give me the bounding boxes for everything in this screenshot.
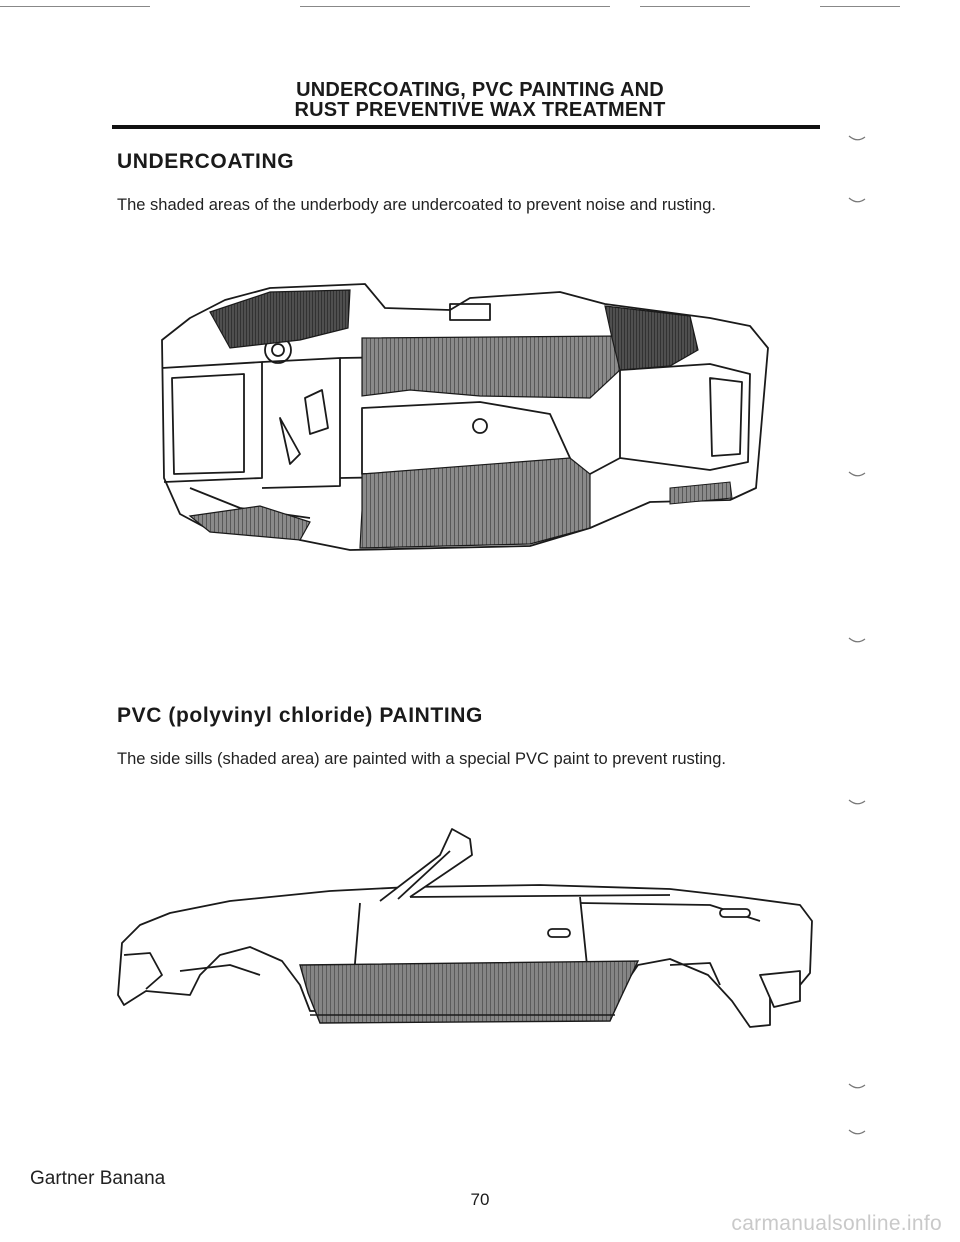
section-heading-pvc-painting: PVC (polyvinyl chloride) PAINTING xyxy=(117,704,483,727)
margin-mark xyxy=(848,799,866,805)
margin-mark xyxy=(848,471,866,477)
section-heading-undercoating: UNDERCOATING xyxy=(117,150,295,173)
section-text-undercoating: The shaded areas of the underbody are un… xyxy=(117,196,716,214)
page-number: 70 xyxy=(470,1190,490,1209)
scan-edge-mark xyxy=(640,6,750,7)
margin-mark xyxy=(848,197,866,203)
underbody-illustration xyxy=(161,283,769,551)
page-header: UNDERCOATING, PVC PAINTING AND RUST PREV… xyxy=(0,80,960,120)
footer-brand: Gartner Banana xyxy=(30,1168,166,1189)
watermark: carmanualsonline.info xyxy=(731,1212,942,1235)
scan-edge-mark xyxy=(300,6,610,7)
scan-edge-mark xyxy=(0,6,150,7)
section-text-pvc-painting: The side sills (shaded area) are painted… xyxy=(117,750,726,768)
header-title-line-2: RUST PREVENTIVE WAX TREATMENT xyxy=(294,99,666,121)
scan-edge-mark xyxy=(820,6,900,7)
margin-mark xyxy=(848,1083,866,1089)
margin-mark xyxy=(848,637,866,643)
margin-mark xyxy=(848,135,866,141)
side-body-illustration xyxy=(117,828,813,1028)
margin-mark xyxy=(848,1129,866,1135)
header-rule xyxy=(112,125,820,129)
header-title-line-1: UNDERCOATING, PVC PAINTING AND xyxy=(296,79,664,101)
